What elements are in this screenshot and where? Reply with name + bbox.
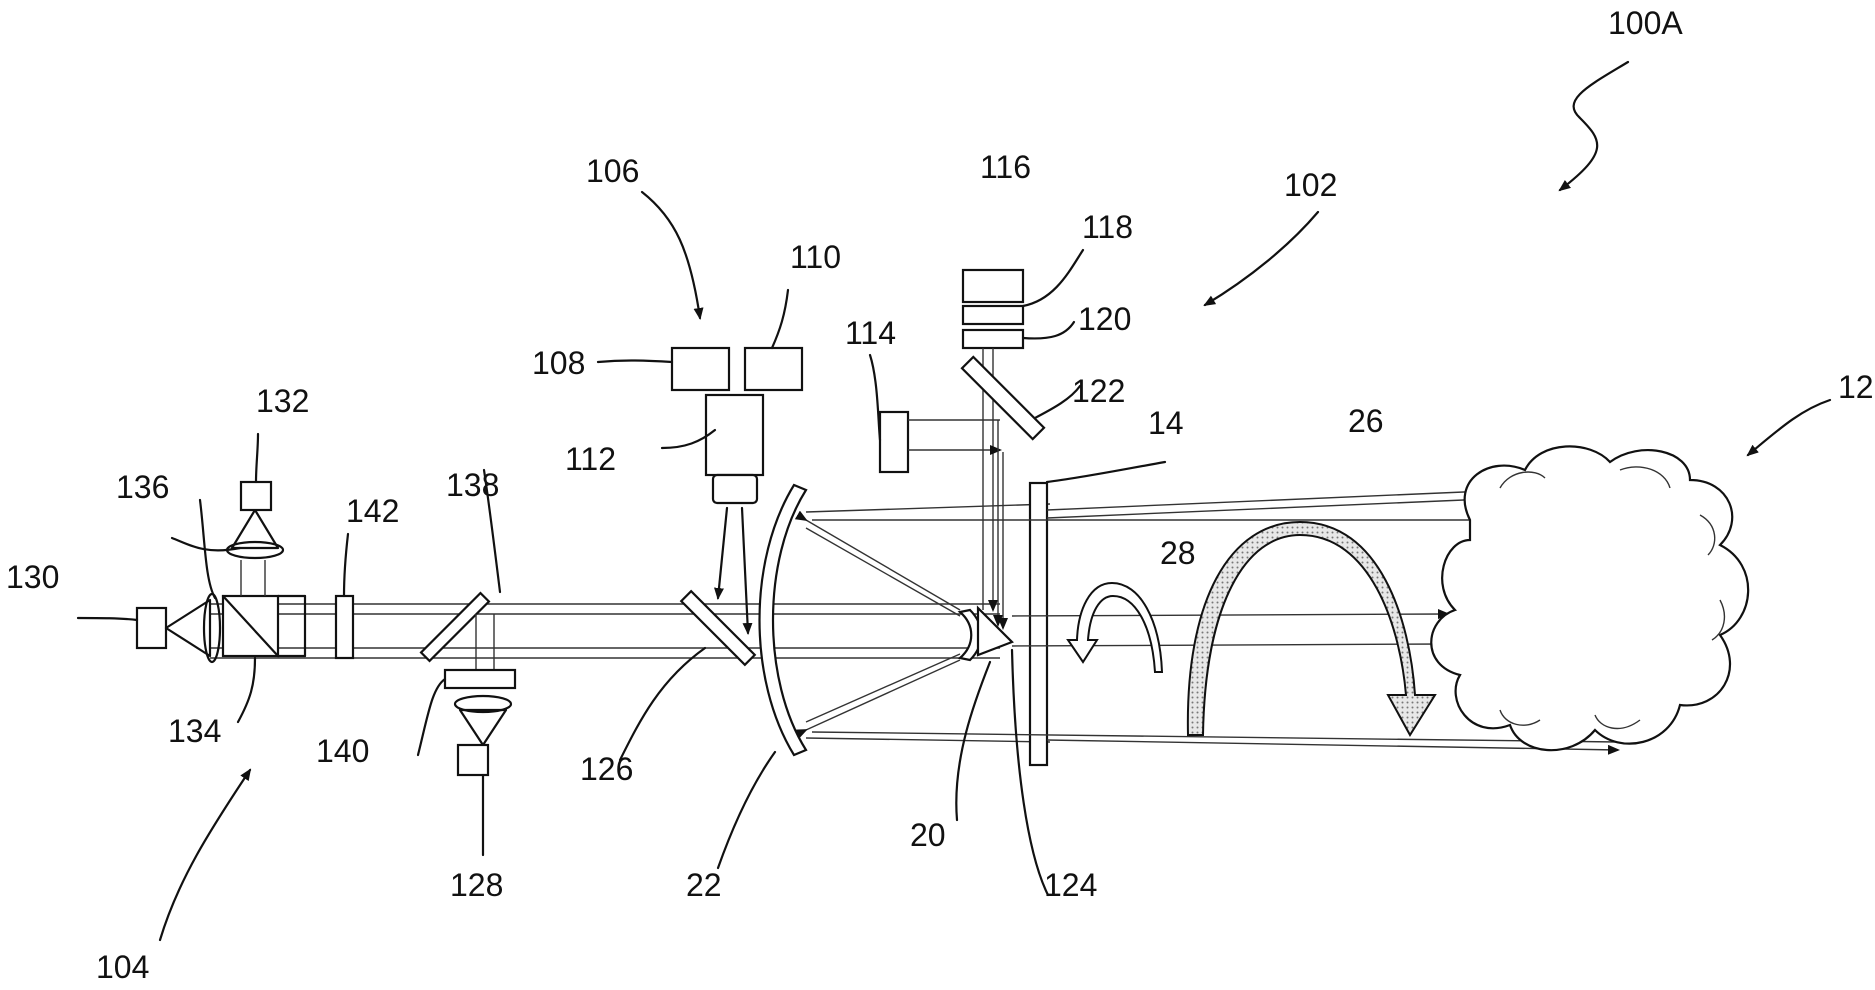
label-132: 132 xyxy=(256,383,309,419)
element-118 xyxy=(963,306,1023,324)
camera-lens-112 xyxy=(713,475,757,503)
label-136: 136 xyxy=(116,469,169,505)
camera-108 xyxy=(672,348,729,390)
label-134: 134 xyxy=(168,713,221,749)
laser-114 xyxy=(880,412,908,472)
detector-132 xyxy=(241,482,271,510)
prism-group xyxy=(960,608,1012,660)
label-26: 26 xyxy=(1348,403,1384,439)
filter-140 xyxy=(445,670,515,688)
filter-142 xyxy=(336,596,353,658)
mirror-138-group xyxy=(421,593,515,775)
label-12: 12 xyxy=(1838,369,1874,405)
arrow-28 xyxy=(1068,583,1162,672)
label-106: 106 xyxy=(586,153,639,189)
curved-mirror-22 xyxy=(760,485,807,755)
label-128: 128 xyxy=(450,867,503,903)
label-14: 14 xyxy=(1148,405,1184,441)
label-124: 124 xyxy=(1044,867,1097,903)
beam-splitter-126 xyxy=(681,591,755,665)
label-108: 108 xyxy=(532,345,585,381)
label-126: 126 xyxy=(580,751,633,787)
window-14 xyxy=(1030,483,1047,765)
laser-116 xyxy=(963,270,1023,302)
element-120 xyxy=(963,330,1023,348)
label-140: 140 xyxy=(316,733,369,769)
label-104: 104 xyxy=(96,949,149,985)
label-114: 114 xyxy=(845,315,896,351)
fold-mirror-138 xyxy=(421,593,489,661)
label-20: 20 xyxy=(910,817,946,853)
label-116: 116 xyxy=(980,149,1031,185)
label-112: 112 xyxy=(565,441,616,477)
label-28: 28 xyxy=(1160,535,1196,571)
label-100A: 100A xyxy=(1608,5,1683,41)
prism-124 xyxy=(978,608,1012,655)
main-beam-path xyxy=(210,604,1000,658)
camera-body-112 xyxy=(706,395,763,475)
label-122: 122 xyxy=(1072,373,1125,409)
camera-110 xyxy=(745,348,802,390)
label-102: 102 xyxy=(1284,167,1337,203)
label-142: 142 xyxy=(346,493,399,529)
label-110: 110 xyxy=(790,239,841,275)
mirror-122 xyxy=(962,357,1044,439)
label-138: 138 xyxy=(446,467,499,503)
label-130: 130 xyxy=(6,559,59,595)
detector-128 xyxy=(458,745,488,775)
label-120: 120 xyxy=(1078,301,1131,337)
arrow-26 xyxy=(1188,522,1435,735)
label-118: 118 xyxy=(1082,209,1133,245)
squiggle-100a xyxy=(1560,62,1628,190)
transmitter-assembly xyxy=(880,270,1044,628)
detector-130 xyxy=(137,608,166,648)
detector-assembly-left xyxy=(137,482,353,662)
label-22: 22 xyxy=(686,867,722,903)
cloud-12 xyxy=(1431,446,1748,750)
